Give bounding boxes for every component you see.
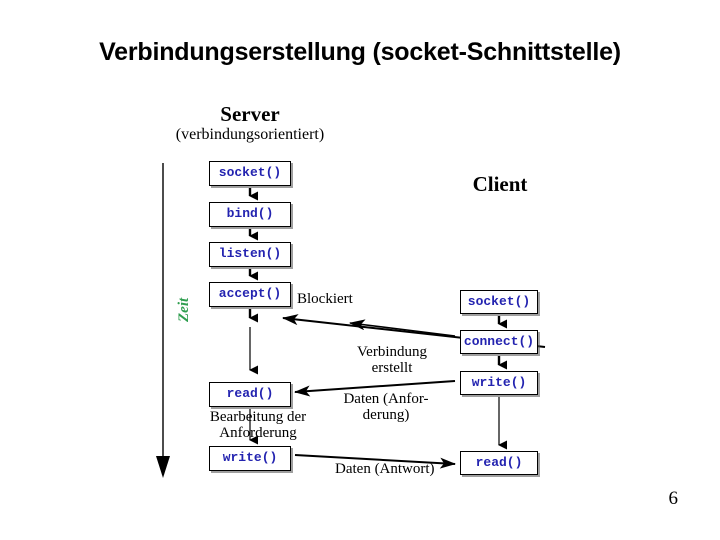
annotation-daten-anforderung-line2: derung) xyxy=(362,407,410,423)
annotation-bearbeitung-line2: Anforderung xyxy=(219,425,297,441)
time-axis-arrow xyxy=(156,163,170,478)
arrow-daten-anforderung xyxy=(294,380,456,397)
server-call-accept[interactable]: accept() xyxy=(209,282,291,307)
client-call-connect[interactable]: connect() xyxy=(460,330,538,354)
annotation-daten-anforderung: Daten (Anfor- derung) xyxy=(340,391,432,423)
annotation-verbindung-erstellt-line2: erstellt xyxy=(371,360,413,376)
annotation-verbindung-erstellt: Verbindung erstellt xyxy=(352,344,432,376)
page-title: Verbindungserstellung (socket-Schnittste… xyxy=(99,38,621,66)
server-call-socket[interactable]: socket() xyxy=(209,161,291,186)
annotation-bearbeitung-der-anforderung: Bearbeitung der Anforderung xyxy=(203,409,313,441)
annotation-bearbeitung-line1: Bearbeitung der xyxy=(209,409,307,425)
server-call-read[interactable]: read() xyxy=(209,382,291,407)
annotation-blockiert: Blockiert xyxy=(297,291,353,307)
server-call-bind[interactable]: bind() xyxy=(209,202,291,227)
annotation-daten-anforderung-line1: Daten (Anfor- xyxy=(343,391,429,407)
client-heading: Client xyxy=(472,172,528,196)
client-call-read[interactable]: read() xyxy=(460,451,538,475)
arrow-daten-antwort xyxy=(294,454,456,469)
annotation-verbindung-erstellt-line1: Verbindung xyxy=(357,344,427,360)
client-call-socket[interactable]: socket() xyxy=(460,290,538,314)
arrow-connect-to-accept xyxy=(349,319,456,337)
time-axis-label: Zeit xyxy=(176,297,192,322)
page-number: 6 xyxy=(668,488,679,509)
server-call-write[interactable]: write() xyxy=(209,446,291,471)
server-subheading: (verbindungsorientiert) xyxy=(175,126,325,143)
client-call-write[interactable]: write() xyxy=(460,371,538,395)
server-heading: Server xyxy=(220,102,280,126)
server-call-listen[interactable]: listen() xyxy=(209,242,291,267)
annotation-daten-antwort: Daten (Antwort) xyxy=(335,461,435,477)
